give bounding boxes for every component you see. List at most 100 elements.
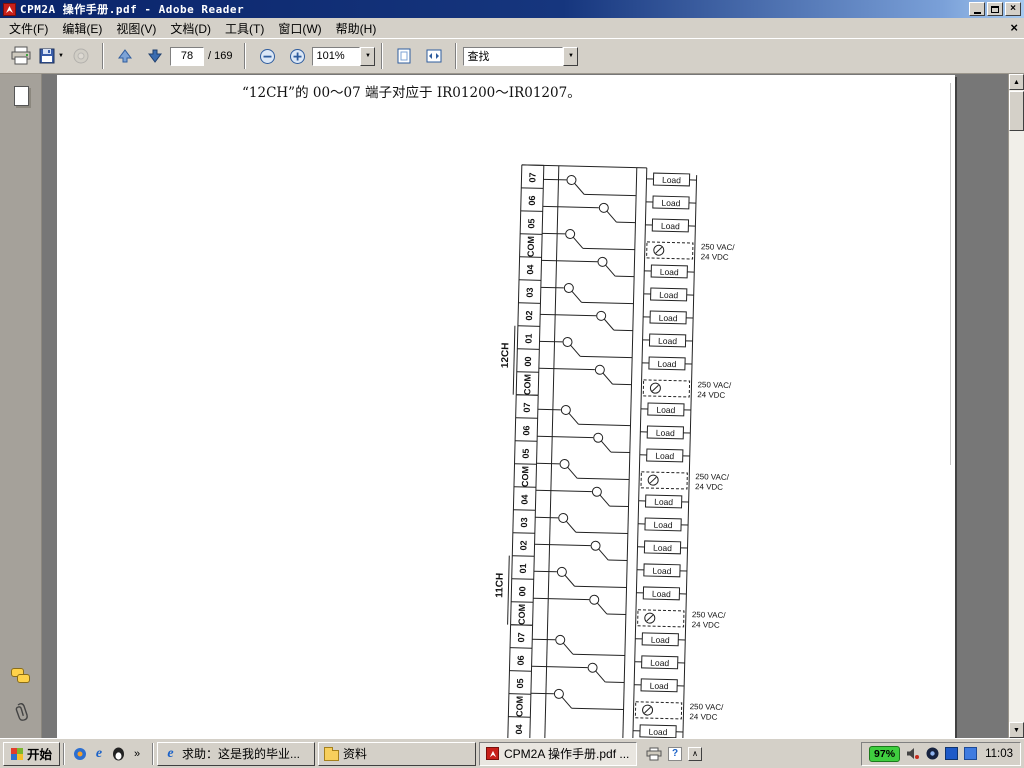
toolbar-separator	[455, 43, 457, 69]
restore-button[interactable]	[987, 2, 1003, 16]
print-button[interactable]	[8, 43, 34, 69]
document-close-button[interactable]: ×	[1010, 19, 1018, 36]
svg-text:03: 03	[525, 287, 535, 297]
scroll-down-button[interactable]: ▼	[1009, 722, 1024, 738]
menu-tools[interactable]: 工具(T)	[218, 18, 271, 39]
menu-view[interactable]: 视图(V)	[109, 18, 163, 39]
zoom-in-icon	[289, 48, 306, 65]
arrow-up-icon	[117, 48, 133, 64]
zoom-level-value[interactable]: 101%	[312, 47, 360, 66]
start-button[interactable]: 开始	[3, 742, 60, 766]
svg-text:Load: Load	[657, 359, 676, 369]
menu-file[interactable]: 文件(F)	[2, 18, 55, 39]
svg-text:Load: Load	[652, 566, 671, 576]
vertical-scrollbar[interactable]: ▲ ▼	[1008, 74, 1024, 738]
svg-text:07: 07	[516, 632, 526, 642]
svg-text:24 VDC: 24 VDC	[692, 620, 720, 630]
tray-round-icon[interactable]	[926, 747, 939, 760]
toolbar-separator	[381, 43, 383, 69]
task-button-pdf[interactable]: CPM2A 操作手册.pdf ...	[479, 742, 637, 766]
menu-edit[interactable]: 编辑(E)	[55, 18, 109, 39]
svg-text:250 VAC/: 250 VAC/	[701, 242, 736, 252]
page-margin-rule	[950, 83, 951, 465]
clock[interactable]: 11:03	[985, 748, 1013, 760]
page-number-input[interactable]	[170, 47, 204, 66]
menu-document[interactable]: 文档(D)	[163, 18, 218, 39]
adobe-reader-window: CPM2A 操作手册.pdf - Adobe Reader × 文件(F) 编辑…	[0, 0, 1024, 738]
disabled-tool-button	[68, 43, 94, 69]
toolbar-separator	[102, 43, 104, 69]
svg-text:Load: Load	[660, 267, 679, 277]
svg-text:COM: COM	[522, 374, 533, 395]
svg-text:00: 00	[523, 356, 533, 366]
attachments-panel-button[interactable]	[7, 698, 35, 726]
task-button-forum[interactable]: e 求助：这是我的毕业...	[157, 742, 315, 766]
zoom-in-button[interactable]	[284, 43, 310, 69]
start-label: 开始	[27, 744, 52, 763]
tray-help-icon[interactable]: ?	[668, 747, 682, 761]
internet-explorer-icon[interactable]: e	[91, 746, 107, 762]
document-area[interactable]: “12CH”的 00～07 端子对应于 IR01200～IR01207。 070…	[42, 74, 1008, 738]
svg-text:Load: Load	[661, 221, 680, 231]
quick-launch-more-chevron[interactable]: »	[129, 746, 145, 762]
svg-text:04: 04	[520, 494, 530, 504]
language-indicator-icon[interactable]	[945, 747, 958, 760]
close-button[interactable]: ×	[1005, 2, 1021, 16]
svg-text:06: 06	[516, 655, 526, 665]
quick-launch: e »	[68, 746, 149, 762]
menu-help[interactable]: 帮助(H)	[329, 18, 384, 39]
title-bar[interactable]: CPM2A 操作手册.pdf - Adobe Reader ×	[0, 0, 1024, 18]
svg-text:Load: Load	[650, 681, 669, 691]
save-dropdown-icon[interactable]: ▼	[58, 53, 64, 59]
taskbar-divider	[152, 743, 154, 765]
svg-text:24 VDC: 24 VDC	[689, 712, 717, 722]
svg-text:Load: Load	[659, 313, 678, 323]
zoom-out-icon	[259, 48, 276, 65]
volume-icon[interactable]	[906, 747, 920, 760]
zoom-out-button[interactable]	[254, 43, 280, 69]
input-method-icon[interactable]	[964, 747, 977, 760]
scroll-thumb[interactable]	[1009, 91, 1024, 131]
fit-page-icon	[395, 47, 413, 65]
arrow-down-icon	[147, 48, 163, 64]
fit-width-icon	[425, 47, 443, 65]
svg-text:24 VDC: 24 VDC	[701, 252, 729, 262]
menu-window[interactable]: 窗口(W)	[271, 18, 328, 39]
find-dropdown-button[interactable]: ▼	[563, 47, 578, 66]
svg-text:02: 02	[518, 540, 528, 550]
svg-text:250 VAC/: 250 VAC/	[695, 472, 730, 482]
folder-icon	[324, 746, 339, 761]
media-player-icon[interactable]	[72, 746, 88, 762]
comments-icon	[11, 668, 31, 684]
svg-text:24 VDC: 24 VDC	[697, 390, 725, 400]
battery-indicator[interactable]: 97%	[869, 746, 900, 762]
printer-icon	[10, 46, 32, 66]
fit-page-button[interactable]	[391, 43, 417, 69]
qq-icon[interactable]	[110, 746, 126, 762]
svg-text:250 VAC/: 250 VAC/	[697, 380, 732, 390]
svg-text:Load: Load	[653, 543, 672, 553]
save-copy-button[interactable]: ▼	[38, 43, 64, 69]
previous-page-button[interactable]	[112, 43, 138, 69]
find-input[interactable]	[463, 47, 563, 66]
hidden-icons-chevron[interactable]: ∧	[688, 747, 702, 761]
svg-text:Load: Load	[654, 497, 673, 507]
svg-text:Load: Load	[656, 405, 675, 415]
task-label: 资料	[343, 745, 367, 762]
paperclip-icon	[12, 701, 30, 723]
task-button-folder[interactable]: 资料	[318, 742, 476, 766]
svg-text:Load: Load	[650, 658, 669, 668]
comments-panel-button[interactable]	[7, 662, 35, 690]
svg-text:05: 05	[526, 218, 536, 228]
fit-width-button[interactable]	[421, 43, 447, 69]
svg-text:02: 02	[524, 310, 534, 320]
next-page-button[interactable]	[142, 43, 168, 69]
pages-panel-button[interactable]	[7, 82, 35, 110]
zoom-dropdown-button[interactable]: ▼	[360, 47, 375, 66]
tray-printer-icon[interactable]	[646, 747, 662, 761]
scroll-up-button[interactable]: ▲	[1009, 74, 1024, 90]
svg-text:Load: Load	[656, 428, 675, 438]
minimize-button[interactable]	[969, 2, 985, 16]
svg-text:Load: Load	[662, 175, 681, 185]
pdf-icon	[485, 746, 500, 761]
